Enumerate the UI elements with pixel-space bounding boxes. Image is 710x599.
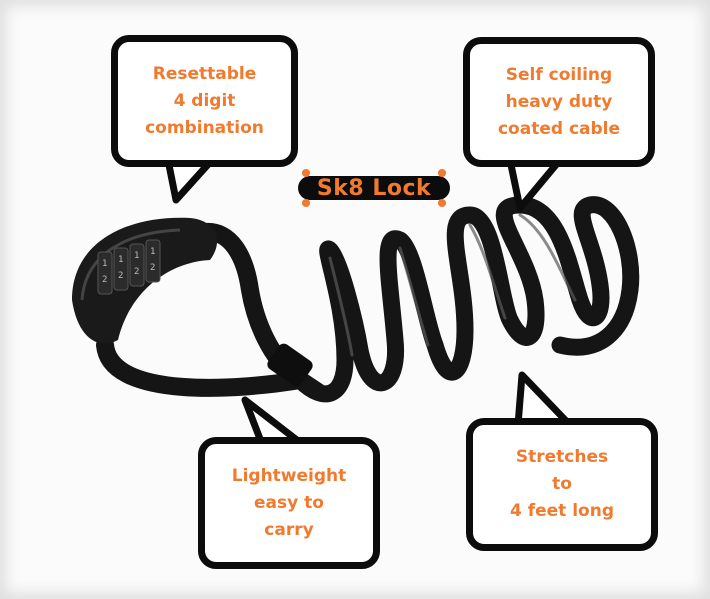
- callout-text: Resettable 4 digit combination: [145, 61, 264, 142]
- coiled-cable: [291, 196, 640, 403]
- brand-logo: Sk8 Lock: [292, 167, 456, 209]
- combination-lock-head: 1 2 1 2 1 2 1 2: [72, 217, 218, 344]
- dial-digit: 2: [134, 267, 139, 277]
- callout-line: 4 feet long: [509, 501, 615, 521]
- callout-text: Self coiling heavy duty coated cable: [498, 62, 620, 143]
- dial-digit: 2: [118, 271, 123, 281]
- dial-digit: 1: [150, 247, 155, 257]
- callout-lightweight: Lightweight easy to carry: [198, 437, 380, 569]
- callout-tail: [506, 156, 564, 212]
- callout-line: Self coiling: [505, 64, 613, 85]
- dial-digit: 1: [102, 259, 107, 269]
- callout-cable: Self coiling heavy duty coated cable: [463, 37, 655, 167]
- callout-line: Stretches: [515, 447, 609, 467]
- callout-line: carry: [264, 519, 314, 540]
- callout-text: Stretches to 4 feet long: [510, 444, 614, 525]
- callout-combination: Resettable 4 digit combination: [111, 35, 298, 167]
- combination-dials: [97, 239, 161, 295]
- callout-line: 4 digit: [173, 90, 236, 111]
- dial-digit: 1: [118, 255, 123, 265]
- callout-line: combination: [145, 117, 264, 138]
- logo-wordmark: Sk8 Lock: [316, 175, 432, 201]
- callout-line: Lightweight: [231, 465, 347, 486]
- skateboard-deck-icon: [298, 169, 450, 207]
- cable-ferrule: [267, 343, 313, 387]
- dial-digit: 2: [150, 263, 155, 273]
- callout-line: Resettable: [152, 63, 257, 84]
- callout-line: easy to: [254, 492, 324, 513]
- callout-text: Lightweight easy to carry: [232, 463, 347, 544]
- dial-digit: 1: [134, 251, 139, 261]
- callout-stretches: Stretches to 4 feet long: [466, 418, 658, 551]
- callout-line: coated cable: [497, 118, 621, 139]
- callout-line: to: [552, 474, 572, 494]
- dial-digit: 2: [102, 275, 107, 285]
- callout-line: heavy duty: [505, 91, 613, 112]
